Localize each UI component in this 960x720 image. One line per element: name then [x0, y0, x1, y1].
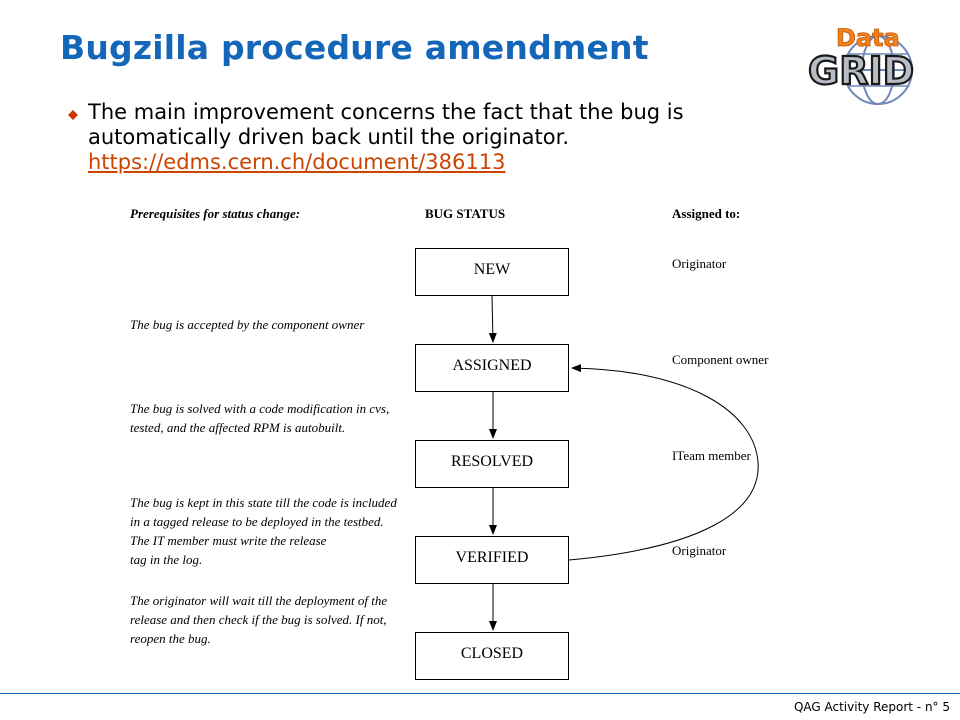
prerequisite-resolved: The bug is solved with a code modificati…: [130, 401, 390, 435]
prerequisites-header: Prerequisites for status change:: [130, 206, 301, 221]
status-box-assigned: ASSIGNED: [415, 344, 569, 392]
prerequisite-assigned: The bug is accepted by the component own…: [130, 317, 365, 332]
status-box-resolved: RESOLVED: [415, 440, 569, 488]
assignee-assigned: Component owner: [672, 352, 769, 367]
status-box-new: NEW: [415, 248, 569, 296]
bug-status-header: BUG STATUS: [425, 206, 506, 221]
assignee-resolved: ITeam member: [672, 448, 751, 463]
edms-document-link[interactable]: https://edms.cern.ch/document/386113: [88, 150, 506, 174]
arrow-verified-back-to-assigned: [568, 364, 759, 561]
prerequisite-closed: The originator will wait till the deploy…: [130, 593, 388, 646]
assigned-to-header: Assigned to:: [672, 206, 741, 221]
assignee-new: Originator: [672, 256, 727, 271]
status-box-verified: VERIFIED: [415, 536, 569, 584]
logo-word-grid: GRID: [808, 49, 914, 93]
slide-title: Bugzilla procedure amendment: [60, 28, 649, 67]
footer-text: QAG Activity Report - n° 5: [793, 700, 950, 714]
assignee-verified: Originator: [672, 543, 727, 558]
diamond-bullet-icon: [68, 110, 78, 120]
bullet-text: The main improvement concerns the fact t…: [88, 100, 684, 149]
status-box-closed: CLOSED: [415, 632, 569, 680]
footer-divider: [0, 693, 960, 694]
arrow-new-to-assigned: [488, 295, 497, 343]
datagrid-logo: Data GRID: [807, 24, 915, 105]
logo-word-data: Data: [836, 24, 900, 52]
prerequisite-verified: The bug is kept in this state till the c…: [130, 495, 397, 567]
